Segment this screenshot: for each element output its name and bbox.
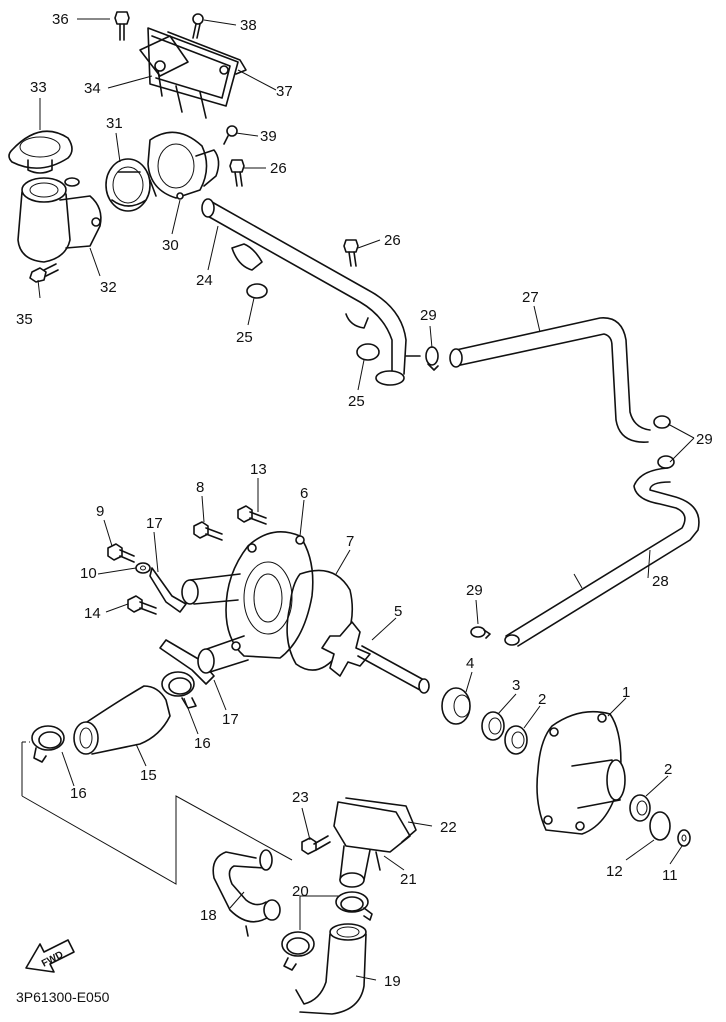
callout-15: 15: [140, 767, 157, 784]
washer-10-icon: [135, 562, 151, 574]
screw-39-icon: [223, 125, 238, 145]
callout-11: 11: [662, 867, 678, 884]
hose-19-icon: [295, 923, 367, 1015]
callout-22: 22: [440, 819, 457, 836]
impeller-shaft-5-icon: [321, 621, 430, 694]
washer-11-icon: [677, 829, 691, 847]
mechanical-seal-4-icon: [441, 687, 471, 725]
reference-code: 3P61300-E050: [16, 989, 110, 1005]
callout-14: 14: [84, 605, 101, 622]
clamp-29a-icon: [405, 346, 439, 371]
callout-18: 18: [200, 907, 217, 924]
callout-29c: 29: [466, 582, 483, 599]
hose-27-icon: [449, 317, 651, 443]
callout-29b: 29: [696, 431, 713, 448]
bolt-23-icon: [301, 835, 331, 855]
callout-24: 24: [196, 272, 213, 289]
callout-38: 38: [240, 17, 257, 34]
forward-direction-icon: [25, 939, 75, 973]
bolt-9-icon: [107, 543, 135, 563]
callout-1: 1: [622, 684, 630, 701]
callout-28: 28: [652, 573, 669, 590]
bearing-2b-icon: [629, 794, 651, 822]
callout-labels: 36 38 37 34 33 31 39 26 30 26 24 32 27 3…: [16, 11, 713, 1005]
callout-20: 20: [292, 883, 309, 900]
callout-9: 9: [96, 503, 104, 520]
bolt-26a-icon: [229, 159, 245, 187]
callout-32: 32: [100, 279, 117, 296]
clamp-20b-icon: [281, 931, 315, 971]
water-pump-housing-6-icon: [181, 530, 314, 674]
callout-25a: 25: [236, 329, 253, 346]
callout-17b: 17: [222, 711, 239, 728]
callout-34: 34: [84, 80, 101, 97]
bolt-36-icon: [114, 11, 130, 41]
thermostat-outlet-32-icon: [17, 177, 102, 263]
callout-12: 12: [606, 863, 623, 880]
clip-37-icon: [167, 31, 247, 75]
o-ring-25b-icon: [356, 343, 380, 361]
bolt-35-icon: [29, 263, 59, 283]
callout-16b: 16: [70, 785, 87, 802]
bolt-8-icon: [193, 521, 223, 541]
o-ring-25a-icon: [246, 283, 268, 299]
bolt-38-icon: [192, 13, 204, 39]
callout-31: 31: [106, 115, 123, 132]
clamp-29c-icon: [470, 626, 491, 639]
callout-26a: 26: [270, 160, 287, 177]
clamp-16a-icon: [161, 671, 197, 709]
radiator-cap-33-icon: [8, 130, 73, 174]
bolt-26b-icon: [343, 239, 359, 267]
callout-4: 4: [466, 655, 474, 672]
callout-2a: 2: [538, 691, 546, 708]
hose-18-icon: [212, 849, 281, 937]
gasket-22-icon: [345, 797, 417, 843]
gasket-7-icon: [286, 569, 354, 671]
callout-27: 27: [522, 289, 539, 306]
hose-15-icon: [73, 685, 171, 755]
callout-39: 39: [260, 128, 277, 145]
callout-25b: 25: [348, 393, 365, 410]
clamp-29b-icon: [653, 415, 675, 469]
bolt-13-icon: [237, 505, 267, 525]
clamp-16b-icon: [31, 725, 65, 763]
bracket-34-icon: [139, 27, 239, 119]
callout-5: 5: [394, 603, 402, 620]
callout-16a: 16: [194, 735, 211, 752]
o-ring-12-icon: [649, 811, 671, 841]
hose-28-icon: [504, 467, 700, 647]
callout-36: 36: [52, 11, 69, 28]
thermostat-31-icon: [105, 158, 157, 212]
clamp-20a-icon: [335, 891, 373, 921]
callout-10: 10: [80, 565, 97, 582]
outlet-pipe-21-icon: [333, 801, 411, 888]
callout-2b: 2: [664, 761, 672, 778]
callout-8: 8: [196, 479, 204, 496]
reference-line-left: [21, 742, 293, 885]
callout-13: 13: [250, 461, 267, 478]
pump-cover-1-icon: [536, 710, 626, 835]
bolt-14-icon: [127, 595, 157, 615]
callout-19: 19: [384, 973, 401, 990]
callout-17a: 17: [146, 515, 163, 532]
callout-29a: 29: [420, 307, 437, 324]
callout-33: 33: [30, 79, 47, 96]
callout-3: 3: [512, 677, 520, 694]
callout-30: 30: [162, 237, 179, 254]
callout-7: 7: [346, 533, 354, 550]
callout-37: 37: [276, 83, 293, 100]
callout-26b: 26: [384, 232, 401, 249]
thermostat-cover-30-icon: [147, 131, 220, 200]
bearing-2a-icon: [504, 725, 528, 755]
callout-23: 23: [292, 789, 309, 806]
leader-lines: [37, 18, 695, 981]
callout-6: 6: [300, 485, 308, 502]
clip-17a-icon: [149, 567, 187, 613]
callout-21: 21: [400, 871, 417, 888]
water-pipe-24-icon: [201, 198, 407, 386]
oil-seal-3-icon: [481, 711, 505, 741]
callout-35: 35: [16, 311, 33, 328]
